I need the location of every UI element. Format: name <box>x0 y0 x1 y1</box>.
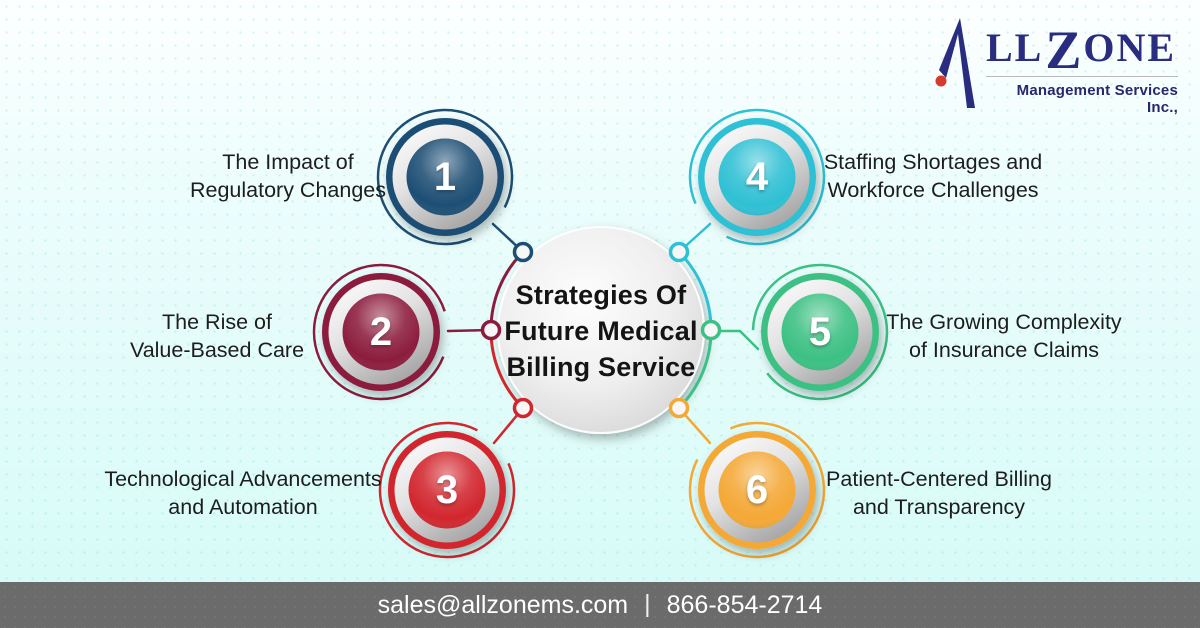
item-label-1: The Impact of Regulatory Changes <box>128 148 448 204</box>
item-label-line: Value-Based Care <box>129 338 305 362</box>
item-label-5: The Growing Complexity of Insurance Claim… <box>844 308 1164 364</box>
logo-letters-left: LL <box>986 25 1044 70</box>
item-label-line: and Automation <box>168 495 318 519</box>
satellite-outer-ring-3 <box>378 421 516 559</box>
item-label-line: and Transparency <box>852 495 1026 519</box>
logo-tagline: Management Services Inc., <box>1016 82 1178 116</box>
logo-wordmark: LL Z ONE <box>986 20 1178 80</box>
footer-bar: sales@allzonems.com | 866-854-2714 <box>0 582 1200 628</box>
satellite-outer-ring-2 <box>312 263 450 401</box>
item-label-line: The Rise of <box>162 310 272 334</box>
hub-node-dot-5 <box>700 319 722 341</box>
logo-letter-z: Z <box>1045 20 1083 80</box>
item-number-6: 6 <box>745 467 769 512</box>
central-title-line: Future Medical <box>504 316 698 347</box>
satellite-core-shine-4 <box>718 138 796 216</box>
item-label-line: Patient-Centered Billing <box>826 467 1052 491</box>
logo-letters-right: ONE <box>1083 25 1177 70</box>
item-number-3: 3 <box>435 467 459 512</box>
satellite-outer-ring-5 <box>751 263 889 401</box>
hub-node-dot-4 <box>668 241 690 263</box>
hub-node-dot-3 <box>512 397 534 419</box>
item-label-line: of Insurance Claims <box>909 338 1099 362</box>
central-title-line: Strategies Of <box>515 280 687 311</box>
item-number-5: 5 <box>808 309 832 354</box>
allzone-logo: LL Z ONE Management Services Inc., <box>934 16 1184 116</box>
item-label-line: Regulatory Changes <box>189 178 386 202</box>
hub-node-dot-1 <box>512 241 534 263</box>
item-label-line: The Impact of <box>222 150 354 174</box>
hub-node-dot-6 <box>668 397 690 419</box>
item-label-line: Technological Advancements <box>104 467 382 491</box>
footer-separator: | <box>644 589 651 618</box>
satellite-core-shine-2 <box>342 293 420 371</box>
item-label-line: Workforce Challenges <box>827 178 1039 202</box>
allzone-a-icon <box>935 18 975 108</box>
item-label-3: Technological Advancements and Automation <box>83 465 403 521</box>
central-title-line: Billing Service <box>506 351 696 382</box>
central-title: Strategies Of Future Medical Billing Ser… <box>491 272 711 392</box>
footer-phone: 866-854-2714 <box>666 590 823 619</box>
logo-divider-line <box>986 76 1178 77</box>
item-label-2: The Rise of Value-Based Care <box>57 308 377 364</box>
satellite-core-shine-6 <box>718 451 796 529</box>
item-number-1: 1 <box>433 154 457 199</box>
satellite-outer-ring-4 <box>688 108 826 246</box>
hub-node-dot-2 <box>480 319 502 341</box>
satellite-outer-ring-1 <box>376 108 514 246</box>
satellite-core-shine-1 <box>406 138 484 216</box>
item-number-4: 4 <box>745 154 769 199</box>
item-number-2: 2 <box>369 309 393 354</box>
satellite-core-shine-3 <box>408 451 486 529</box>
satellite-core-shine-5 <box>781 293 859 371</box>
item-label-6: Patient-Centered Billing and Transparency <box>779 465 1099 521</box>
item-label-line: Staffing Shortages and <box>823 150 1043 174</box>
footer-email: sales@allzonems.com <box>377 590 629 619</box>
item-label-line: The Growing Complexity <box>886 310 1122 334</box>
